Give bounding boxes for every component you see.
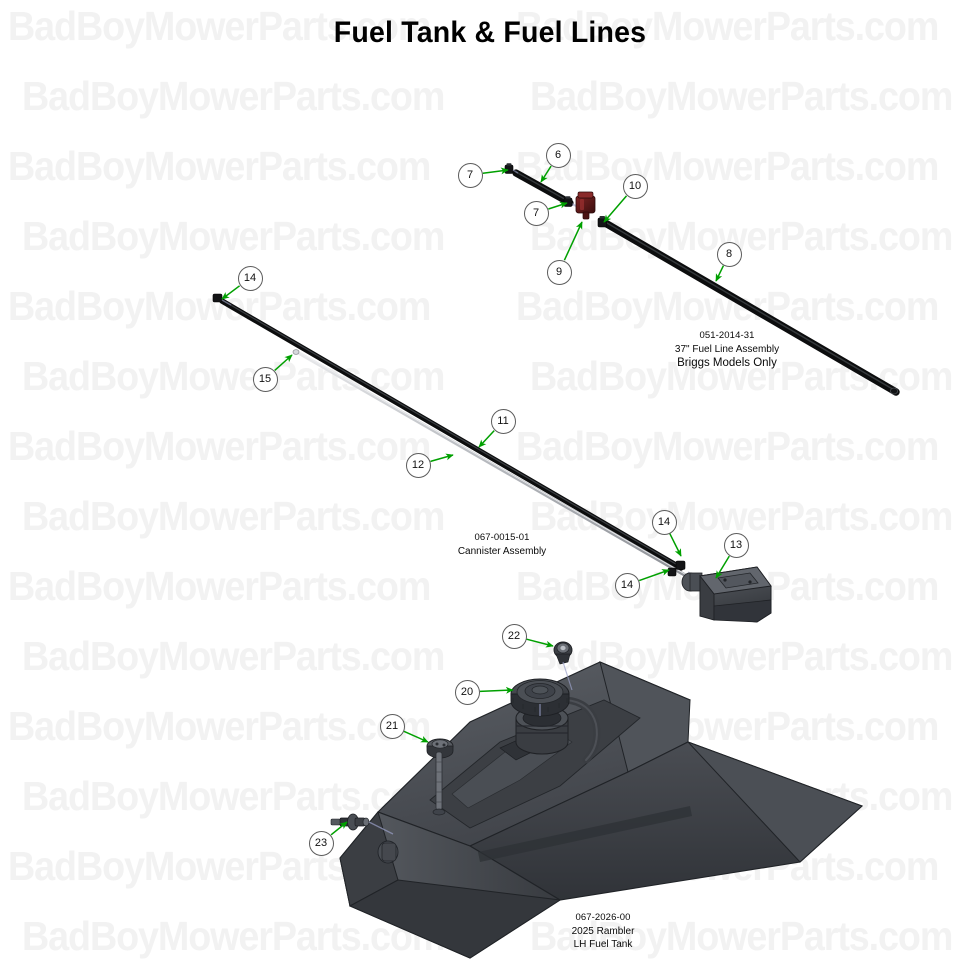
leader-line-8	[715, 265, 725, 282]
callout-6[interactable]: 6	[545, 142, 571, 168]
caption-line: Briggs Models Only	[677, 356, 777, 369]
leader-line-7	[548, 201, 568, 210]
callout-10[interactable]: 10	[622, 173, 648, 199]
fuel-valve-9	[575, 191, 596, 220]
clamp-14a	[212, 293, 223, 303]
hose-long-8	[603, 220, 900, 396]
leader-line-14	[221, 285, 241, 300]
clamp-14b	[675, 560, 686, 570]
callout-12[interactable]: 12	[405, 452, 431, 478]
callout-11[interactable]: 11	[490, 408, 516, 434]
cannister-lines-group	[212, 293, 772, 623]
callout-23[interactable]: 23	[308, 830, 334, 856]
callout-20[interactable]: 20	[454, 679, 480, 705]
fuel-line-assembly-group	[504, 163, 900, 396]
hose-short-6	[512, 169, 574, 207]
callout-7[interactable]: 7	[523, 200, 549, 226]
callout-14[interactable]: 14	[651, 509, 677, 535]
leader-line-7	[482, 167, 509, 175]
tube-junction-15	[292, 349, 300, 355]
leader-line-20	[479, 686, 514, 694]
leader-line-14	[638, 569, 670, 582]
leader-line-21	[403, 730, 429, 743]
grommet-22	[553, 641, 573, 665]
page-title: Fuel Tank & Fuel Lines	[333, 16, 647, 49]
callout-9[interactable]: 9	[546, 259, 572, 285]
cannister-13	[681, 566, 772, 623]
callout-14[interactable]: 14	[237, 265, 263, 291]
leader-line-22	[526, 638, 554, 648]
callout-8[interactable]: 8	[716, 241, 742, 267]
clamp-14c	[667, 567, 677, 577]
fuel-tank-group	[330, 641, 864, 959]
dipstick-21	[426, 738, 454, 816]
barbed-fitting-23	[330, 813, 370, 831]
callout-14[interactable]: 14	[614, 572, 640, 598]
callout-21[interactable]: 21	[379, 713, 405, 739]
leader-line-10	[603, 195, 628, 223]
caption-line: LH Fuel Tank	[573, 938, 633, 950]
leader-line-15	[274, 354, 293, 371]
caption-line: 051-2014-31	[699, 330, 755, 341]
caption-line: 067-2026-00	[575, 912, 631, 923]
callout-15[interactable]: 15	[252, 366, 278, 392]
leader-line-23	[330, 821, 348, 836]
leader-line-9	[563, 221, 583, 261]
clamp-7b	[563, 196, 573, 207]
hose-11	[219, 298, 684, 571]
leader-line-12	[430, 453, 454, 463]
caption-line: 37" Fuel Line Assembly	[674, 343, 780, 355]
callout-leader-lines	[221, 165, 730, 836]
caption-line: Cannister Assembly	[457, 545, 547, 557]
callout-7[interactable]: 7	[457, 162, 483, 188]
callout-22[interactable]: 22	[501, 623, 527, 649]
fuel-cap-20	[510, 678, 570, 717]
caption-line: 067-0015-01	[474, 532, 530, 543]
vent-tube-12	[295, 350, 692, 580]
callout-13[interactable]: 13	[723, 532, 749, 558]
leader-line-6	[540, 165, 552, 183]
caption-line: 2025 Rambler	[571, 925, 635, 937]
leader-line-13	[715, 555, 730, 579]
clamp-7a	[504, 163, 514, 174]
leader-line-14	[669, 533, 682, 557]
leader-line-11	[478, 430, 495, 448]
